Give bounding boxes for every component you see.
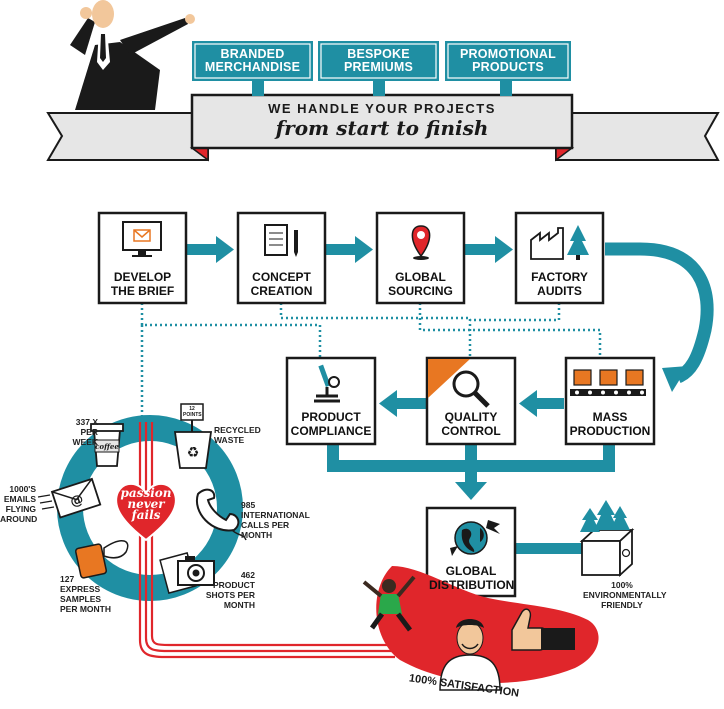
step-boxes bbox=[97, 211, 656, 598]
banner-line-1: WE HANDLE YOUR PROJECTS bbox=[268, 101, 496, 116]
pipe-arrowhead bbox=[662, 366, 688, 392]
stat-eco-friendly: 100% ENVIRONMENTALLY FRIENDLY bbox=[583, 580, 667, 610]
telephone-icon bbox=[195, 488, 247, 541]
winged-mug-icon bbox=[74, 540, 129, 579]
notepad-pencil-icon bbox=[264, 224, 298, 257]
service-bespoke-premiums: BESPOKE PREMIUMS bbox=[344, 47, 413, 74]
coffee-cup-label: coffee bbox=[95, 442, 119, 451]
factory-icon bbox=[530, 225, 589, 260]
stat-emails: 1000'S EMAILS FLYING AROUND bbox=[0, 484, 38, 524]
magnifier-icon bbox=[428, 359, 490, 408]
process-pipes bbox=[185, 236, 615, 554]
coffee-cup-icon bbox=[90, 423, 124, 467]
dotted-links bbox=[140, 303, 602, 418]
header-banner bbox=[46, 41, 720, 162]
businessman-icon bbox=[70, 0, 195, 110]
step-concept-creation: CONCEPT CREATION bbox=[250, 270, 313, 298]
conveyor-mugs-icon bbox=[570, 369, 646, 396]
svg-text:@: @ bbox=[69, 492, 86, 510]
step-quality-control: QUALITY CONTROL bbox=[441, 410, 501, 438]
location-pin-icon bbox=[411, 225, 431, 260]
jumping-person-icon bbox=[362, 575, 416, 632]
microscope-icon bbox=[314, 364, 340, 403]
recycle-bin-icon: ♻ bbox=[173, 403, 213, 469]
svg-text:♻: ♻ bbox=[187, 445, 200, 461]
heart-word-1: passion bbox=[120, 486, 172, 500]
service-branded-merchandise: BRANDED MERCHANDISE bbox=[204, 47, 301, 74]
monitor-icon bbox=[122, 221, 162, 257]
stat-coffee: 337 X PER WEEK bbox=[72, 417, 99, 447]
stat-calls: 985 INTERNATIONAL CALLS PER MONTH bbox=[241, 500, 310, 540]
stat-recycled-waste: RECYCLED WASTE bbox=[214, 425, 261, 445]
service-promotional-products: PROMOTIONAL PRODUCTS bbox=[460, 47, 556, 74]
step-factory-audits: FACTORY AUDITS bbox=[531, 270, 588, 298]
heart-word-3: fails bbox=[131, 508, 161, 522]
satisfaction-blob bbox=[376, 566, 599, 683]
globe-plane-icon bbox=[450, 520, 500, 556]
thumbs-up-icon bbox=[511, 608, 575, 651]
heart-icon bbox=[115, 482, 177, 542]
step-mass-production: MASS PRODUCTION bbox=[569, 410, 651, 438]
envelope-icon: @ bbox=[37, 477, 102, 519]
stat-samples: 127 EXPRESS SAMPLES PER MONTH bbox=[60, 574, 111, 614]
heart-word-2: never bbox=[127, 497, 165, 511]
step-global-sourcing: GLOBAL SOURCING bbox=[388, 270, 453, 298]
pipe-curve bbox=[605, 242, 714, 383]
waste-sign-label: 12 POINTS bbox=[183, 406, 202, 418]
red-lines bbox=[138, 422, 395, 659]
step-global-distribution: GLOBAL DISTRIBUTION bbox=[429, 564, 515, 592]
smiling-man-icon bbox=[439, 619, 501, 691]
banner-line-2: from start to finish bbox=[275, 116, 489, 140]
heart-text: passion never fails bbox=[118, 486, 174, 522]
stat-product-shots: 462 PRODUCT SHOTS PER MONTH bbox=[205, 570, 255, 610]
camera-icon bbox=[159, 552, 215, 594]
step-develop-brief: DEVELOP THE BRIEF bbox=[110, 270, 175, 298]
eco-crate-icon bbox=[579, 500, 635, 578]
step-product-compliance: PRODUCT COMPLIANCE bbox=[290, 410, 372, 438]
